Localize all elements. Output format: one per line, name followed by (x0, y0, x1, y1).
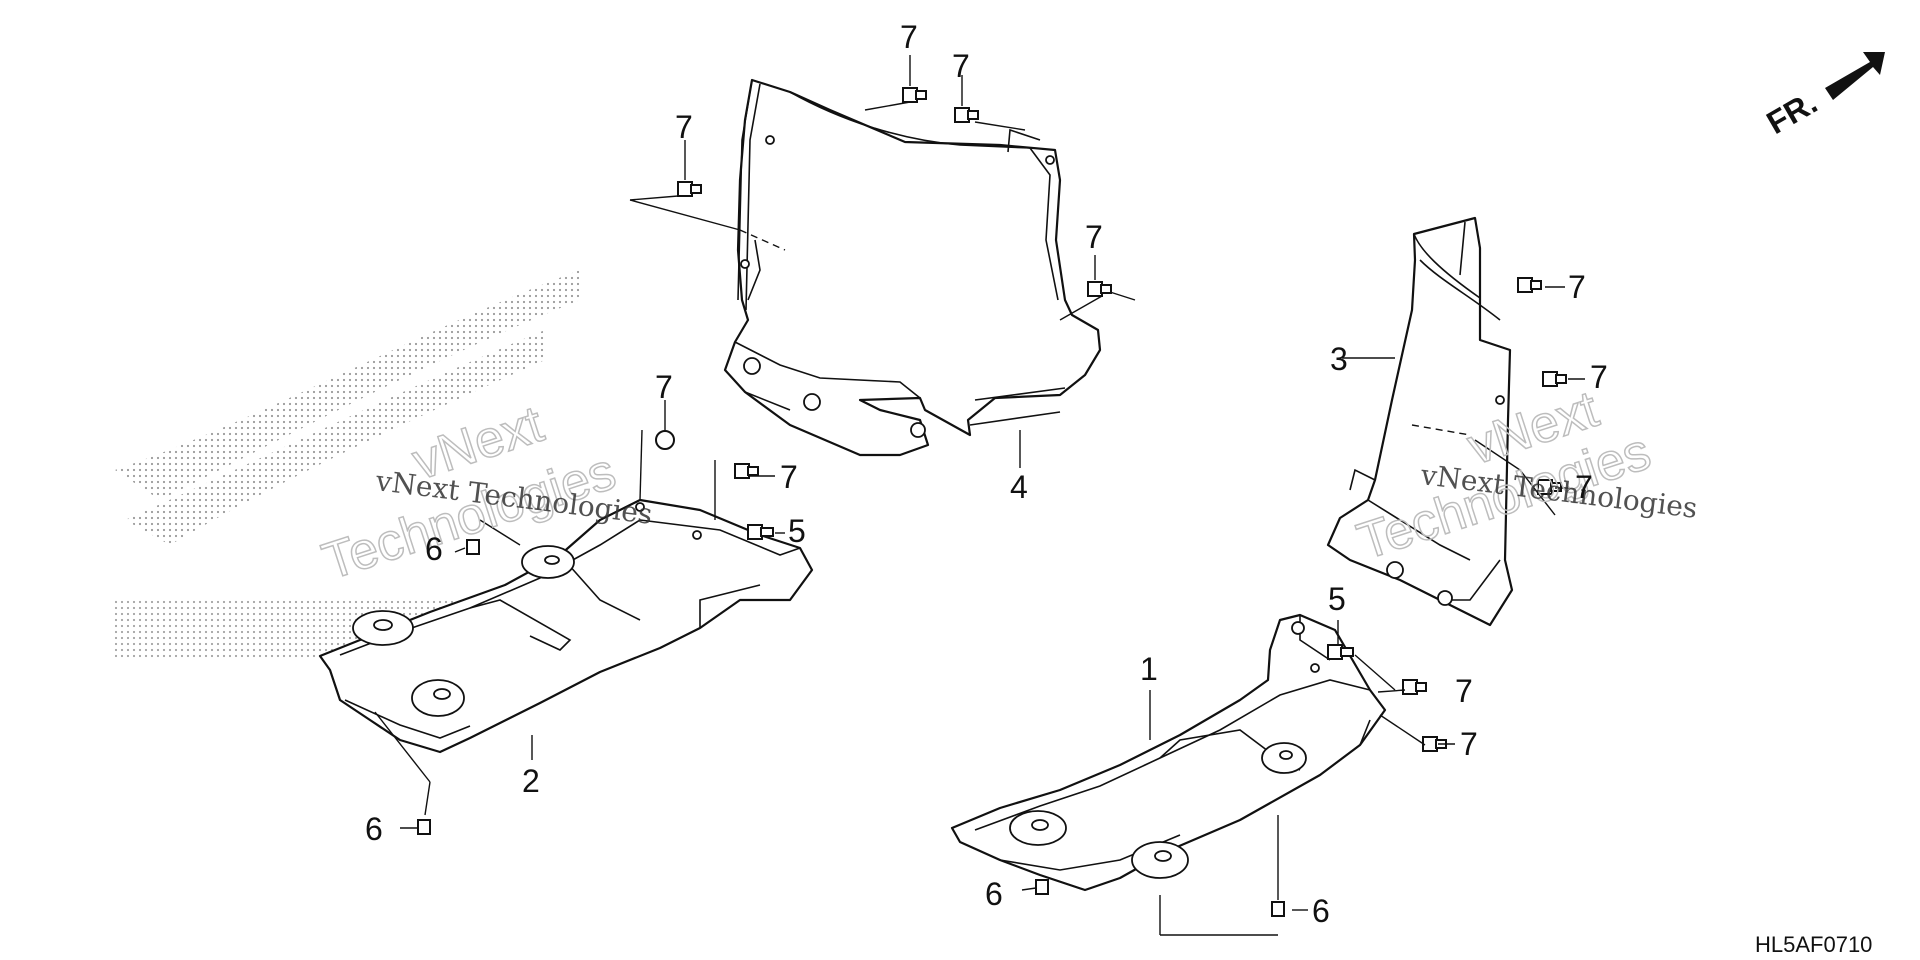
callout-7: 7 (1568, 269, 1586, 305)
screw-fastener[interactable] (466, 539, 480, 555)
callout-6: 6 (425, 531, 443, 567)
clip-fastener[interactable] (1087, 281, 1112, 297)
callout-6: 6 (1312, 893, 1330, 929)
callout-3: 3 (1330, 341, 1348, 377)
screw-fastener[interactable] (417, 819, 431, 835)
callout-4: 4 (1010, 469, 1028, 505)
bolt-fastener[interactable] (747, 524, 774, 540)
part-1-right-floor-panel[interactable] (950, 613, 1387, 892)
callout-1: 1 (1140, 651, 1158, 687)
leader-lines (374, 55, 1585, 936)
clip-fastener[interactable] (1402, 679, 1427, 695)
bolt-fastener[interactable] (1327, 644, 1354, 660)
clip-fastener[interactable] (1542, 371, 1567, 387)
drawing-code: HL5AF0710 (1755, 932, 1872, 957)
screw-fastener[interactable] (1035, 879, 1049, 895)
callout-7: 7 (900, 19, 918, 55)
callout-7: 7 (1085, 219, 1103, 255)
callout-7: 7 (780, 459, 798, 495)
clip-fastener[interactable] (1517, 277, 1542, 293)
callout-7: 7 (655, 369, 673, 405)
clip-fastener[interactable] (677, 181, 702, 197)
callout-7: 7 (675, 109, 693, 145)
callout-7: 7 (1575, 469, 1593, 505)
callout-6: 6 (985, 876, 1003, 912)
part-3-side-panel[interactable] (1326, 216, 1514, 627)
callout-7: 7 (1455, 673, 1473, 709)
clip-fastener[interactable] (734, 463, 759, 479)
direction-label: FR. (1761, 84, 1824, 141)
callout-2: 2 (522, 763, 540, 799)
clip-fastener[interactable] (902, 87, 927, 103)
callouts: 7 7 7 7 7 7 7 7 7 7 7 4 3 2 1 5 5 6 6 6 … (365, 19, 1608, 929)
clip-fastener[interactable] (655, 430, 675, 450)
callout-7: 7 (1590, 359, 1608, 395)
honda-logo-watermark (115, 270, 580, 660)
callout-7: 7 (952, 48, 970, 84)
callout-5: 5 (1328, 581, 1346, 617)
callout-5: 5 (788, 513, 806, 549)
callout-7: 7 (1460, 726, 1478, 762)
part-4-upper-cowl[interactable] (723, 78, 1102, 457)
front-direction-indicator: FR. (1761, 52, 1885, 141)
front-arrow-icon (1825, 52, 1885, 100)
callout-6: 6 (365, 811, 383, 847)
fastener-group (417, 87, 1567, 917)
clip-fastener[interactable] (954, 107, 979, 123)
screw-fastener[interactable] (1271, 901, 1285, 917)
clip-fastener[interactable] (1537, 479, 1562, 495)
